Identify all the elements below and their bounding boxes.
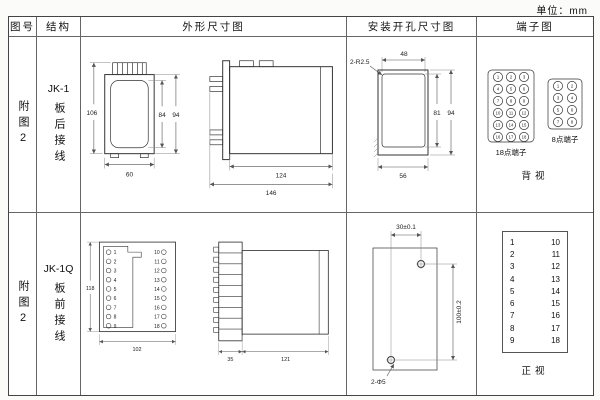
header-mount-dims: 安装开孔尺寸图 — [347, 17, 477, 37]
dim-label-84: 84 — [159, 112, 167, 119]
svg-text:7: 7 — [497, 98, 500, 103]
dim-label-118: 118 — [86, 286, 95, 292]
row2-mount-cell: 30±0.1 100±0.2 2-Φ5 — [347, 213, 477, 395]
jk1-front-view-drawing: 106 84 94 60 — [87, 61, 180, 178]
row1-outline-cell: 106 84 94 60 124 146 — [81, 37, 347, 213]
svg-text:4: 4 — [114, 278, 117, 284]
svg-text:16: 16 — [496, 134, 501, 139]
svg-text:14: 14 — [509, 122, 514, 127]
row1-model: JK-1 — [47, 83, 70, 95]
svg-text:4: 4 — [571, 95, 574, 100]
dim-label-2-r2-5: 2-R2.5 — [350, 59, 370, 66]
row2-fig-no-cell: 附图2 — [9, 213, 37, 395]
svg-text:8: 8 — [114, 315, 117, 321]
svg-text:1: 1 — [497, 74, 500, 79]
header-structure: 结构 — [37, 17, 81, 37]
row2-view-label: 正视 — [521, 365, 549, 377]
svg-text:3: 3 — [523, 74, 526, 79]
dim-label-102: 102 — [133, 347, 142, 353]
svg-text:6: 6 — [571, 107, 574, 112]
svg-text:13: 13 — [154, 278, 160, 284]
svg-text:6: 6 — [114, 296, 117, 302]
svg-text:1: 1 — [114, 250, 117, 256]
svg-text:15: 15 — [522, 122, 527, 127]
dim-label-56: 56 — [399, 173, 407, 180]
svg-text:16: 16 — [154, 305, 160, 311]
svg-text:18: 18 — [522, 134, 527, 139]
terminal-block-8pt: 1 2 3 4 5 6 7 8 — [547, 78, 583, 129]
svg-text:10: 10 — [496, 110, 501, 115]
svg-text:8: 8 — [510, 98, 513, 103]
jk1-mount-hole-drawing: 2-R2.5 48 81 94 56 — [350, 51, 455, 180]
dim-label-124: 124 — [275, 172, 286, 179]
row2-outline-cell: 1 2 3 4 5 6 7 8 9 10 11 12 13 14 15 16 1… — [81, 213, 347, 395]
svg-text:9: 9 — [523, 98, 526, 103]
row1-structure-cell: JK-1 板后接线 — [37, 37, 81, 213]
row1-mount-cell: 2-R2.5 48 81 94 56 — [347, 37, 477, 213]
row2-model: JK-1Q — [43, 262, 74, 275]
spec-table: 图号 结构 外形尺寸图 安装开孔尺寸图 端子图 附图2 JK-1 板后接线 10… — [8, 16, 594, 396]
header-fig-no: 图号 — [9, 17, 37, 37]
dim-label-100: 100±0.2 — [456, 300, 463, 324]
dim-label-60: 60 — [126, 171, 134, 178]
row1-fig-no: 附图2 — [17, 100, 29, 149]
dim-label-48: 48 — [400, 51, 408, 58]
svg-text:2: 2 — [510, 74, 513, 79]
svg-text:17: 17 — [509, 134, 514, 139]
dim-label-35: 35 — [228, 357, 234, 363]
jk1q-front-view-drawing: 1 2 3 4 5 6 7 8 9 10 11 12 13 14 15 16 1… — [86, 241, 176, 353]
svg-text:7: 7 — [114, 305, 117, 311]
jk1-side-view-drawing: 124 146 — [209, 59, 333, 197]
svg-text:13: 13 — [496, 122, 501, 127]
svg-text:10: 10 — [154, 250, 160, 256]
row1-view-label: 背视 — [521, 170, 549, 182]
dim-label-146: 146 — [266, 190, 277, 197]
dim-label-30: 30±0.1 — [396, 224, 416, 231]
row2-fig-no: 附图2 — [17, 279, 29, 329]
dim-label-94b: 94 — [447, 110, 455, 117]
svg-text:5: 5 — [114, 287, 117, 293]
svg-text:5: 5 — [510, 86, 513, 91]
svg-text:12: 12 — [154, 269, 160, 275]
header-terminal-diagram: 端子图 — [477, 17, 593, 37]
row2-wiring: 板前接线 — [53, 281, 65, 346]
svg-text:6: 6 — [523, 86, 526, 91]
unit-label: 单位：mm — [536, 6, 588, 17]
svg-text:5: 5 — [557, 107, 560, 112]
svg-text:2: 2 — [114, 259, 117, 265]
svg-text:15: 15 — [154, 296, 160, 302]
dim-label-81: 81 — [433, 110, 441, 117]
svg-text:8: 8 — [571, 119, 574, 124]
svg-text:3: 3 — [557, 95, 560, 100]
svg-text:11: 11 — [154, 259, 159, 265]
svg-text:1: 1 — [557, 83, 560, 88]
svg-text:14: 14 — [154, 287, 160, 293]
dim-label-121: 121 — [281, 357, 290, 363]
svg-text:11: 11 — [509, 110, 514, 115]
jk1q-mount-hole-drawing: 30±0.1 100±0.2 2-Φ5 — [371, 224, 463, 386]
svg-text:2: 2 — [571, 83, 574, 88]
svg-text:7: 7 — [557, 119, 560, 124]
header-outline-dims: 外形尺寸图 — [81, 17, 347, 37]
terminal-18pt-label: 18点端子 — [495, 147, 527, 157]
dim-label-2-phi5: 2-Φ5 — [371, 379, 386, 386]
svg-text:3: 3 — [114, 269, 117, 275]
row1-fig-no-cell: 附图2 — [9, 37, 37, 213]
svg-text:17: 17 — [154, 315, 160, 321]
row1-wiring: 板后接线 — [53, 102, 65, 166]
dim-label-106: 106 — [87, 110, 98, 117]
terminal-8pt-label: 8点端子 — [551, 134, 579, 144]
dim-label-94: 94 — [172, 112, 180, 119]
svg-text:4: 4 — [497, 86, 500, 91]
svg-text:18: 18 — [154, 324, 160, 330]
svg-text:12: 12 — [522, 110, 527, 115]
jk1q-side-view-drawing: 35 121 — [213, 241, 329, 363]
row2-structure-cell: JK-1Q 板前接线 — [37, 213, 81, 395]
svg-text:9: 9 — [114, 324, 117, 330]
